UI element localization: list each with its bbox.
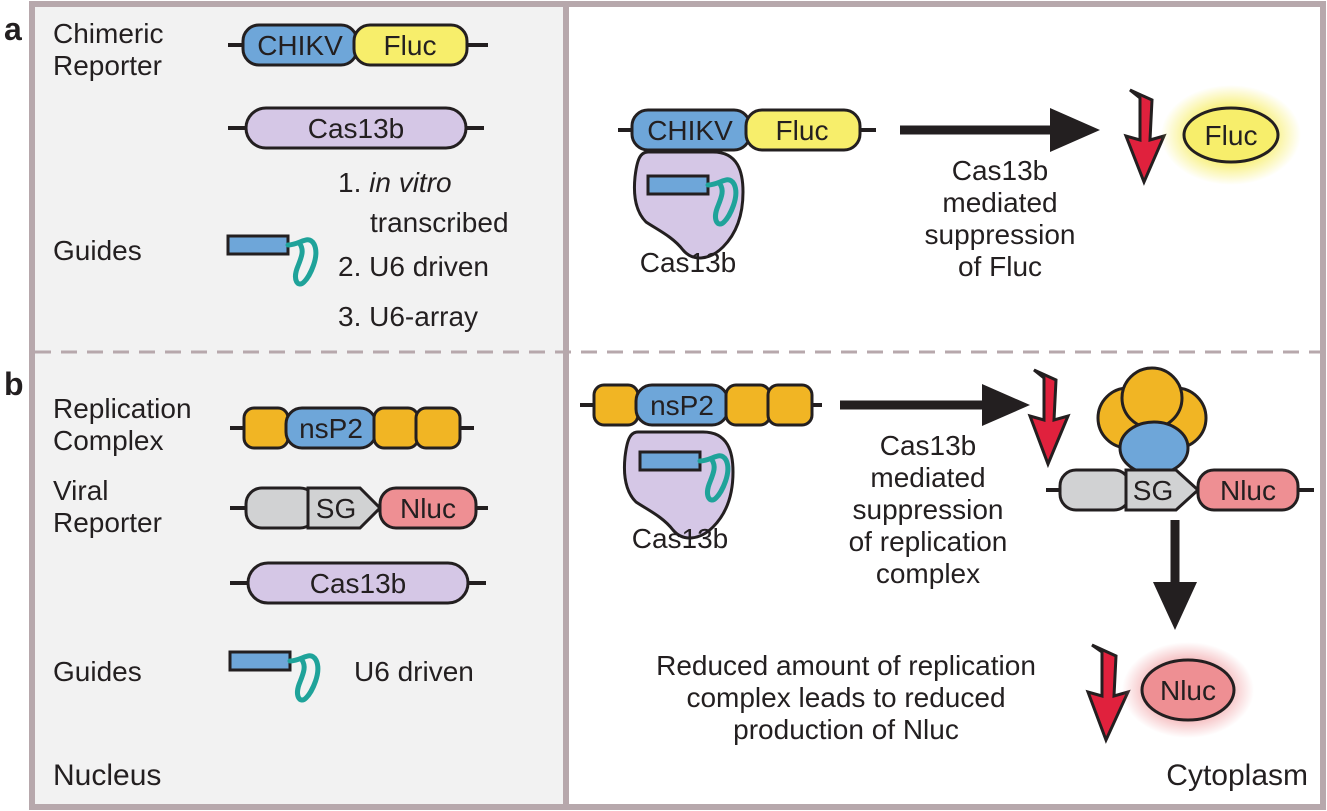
decrease-arrow-icon-b [1027, 368, 1071, 469]
guide-option-2: 2. U6 driven [338, 251, 489, 282]
fluc-label: Fluc [384, 30, 437, 61]
result-text-1: Reduced amount of replication [656, 650, 1036, 681]
nucleus-label: Nucleus [53, 759, 161, 792]
arrow-text-b-4: of replication [849, 526, 1008, 557]
guides-label-a: Guides [53, 235, 142, 266]
fluc-product-label: Fluc [1205, 120, 1258, 151]
arrow-text-a-4: of Fluc [958, 251, 1042, 282]
cas13b-protein-label-b: Cas13b [632, 523, 729, 554]
replication-complex-protein-icon [1096, 366, 1208, 476]
nluc-segment [378, 486, 478, 530]
figure-border [29, 1, 1326, 810]
nluc-product-label: Nluc [1160, 675, 1216, 706]
nluc-product [1140, 658, 1236, 722]
cytoplasm-label: Cytoplasm [1166, 759, 1308, 792]
cas13b-construct-a: Cas13b [228, 106, 484, 150]
arrow-text-b-3: suppression [853, 494, 1004, 525]
arrow-text-a-2: mediated [942, 187, 1057, 218]
fluc-label-right: Fluc [776, 115, 829, 146]
guide-option-3: 3. U6-array [338, 301, 478, 332]
cas13b-protein-label-a: Cas13b [640, 247, 737, 278]
arrow-text-a-3: suppression [925, 219, 1076, 250]
replication-complex-label-2: Complex [53, 425, 163, 456]
chimeric-reporter-label-1: Chimeric [53, 18, 163, 49]
guide-option-u6: U6 driven [354, 656, 474, 687]
viral-reporter-label-1: Viral [53, 475, 109, 506]
cas13b-construct-b: Cas13b [230, 561, 486, 605]
arrow-text-b-1: Cas13b [880, 430, 977, 461]
chikv-label-right: CHIKV [647, 115, 733, 146]
fluc-product [1182, 106, 1280, 164]
suppression-arrow-a [900, 108, 1100, 152]
viral-reporter-construct: SG Nluc [230, 486, 488, 530]
nluc-label: Nluc [400, 493, 456, 524]
replication-complex-construct: nsP2 [230, 406, 474, 450]
sg-promoter-segment [306, 486, 383, 530]
replication-complex-bound: nsP2 [580, 383, 822, 427]
fluc-segment [352, 23, 469, 67]
panel-label-b: b [4, 366, 24, 402]
chimeric-reporter-label-2: Reporter [53, 50, 162, 81]
nluc-label-right: Nluc [1220, 475, 1276, 506]
decrease-arrow-icon-a [1123, 88, 1167, 186]
decrease-arrow-icon-c [1085, 643, 1131, 744]
chimeric-reporter-bound: CHIKV Fluc [618, 108, 876, 152]
guides-label-b: Guides [53, 656, 142, 687]
sg-label-right: SG [1133, 475, 1173, 506]
suppression-arrow-b [840, 384, 1030, 426]
viral-reporter-label-2: Reporter [53, 507, 162, 538]
nsp2-label-right: nsP2 [650, 390, 714, 421]
viral-reporter-translated: SG Nluc [1046, 468, 1314, 512]
guide-option-1: 1. in vitro [338, 167, 452, 198]
sg-label: SG [316, 493, 356, 524]
replication-complex-label-1: Replication [53, 393, 192, 424]
translation-arrow [1153, 520, 1197, 630]
result-text-2: complex leads to reduced [686, 682, 1005, 713]
cas13b-protein-icon-a [632, 150, 745, 260]
arrow-text-a-1: Cas13b [952, 155, 1049, 186]
chimeric-reporter-construct: CHIKV Fluc [228, 23, 488, 67]
nsp2-label: nsP2 [299, 413, 363, 444]
cas13b-label-b: Cas13b [310, 568, 407, 599]
arrow-text-b-2: mediated [870, 462, 985, 493]
guide-option-1-rest: transcribed [370, 207, 509, 238]
cas13b-label-a: Cas13b [308, 113, 405, 144]
result-text-3: production of Nluc [733, 714, 959, 745]
chikv-label: CHIKV [257, 30, 343, 61]
arrow-text-b-5: complex [876, 558, 980, 589]
panel-label-a: a [4, 11, 22, 47]
